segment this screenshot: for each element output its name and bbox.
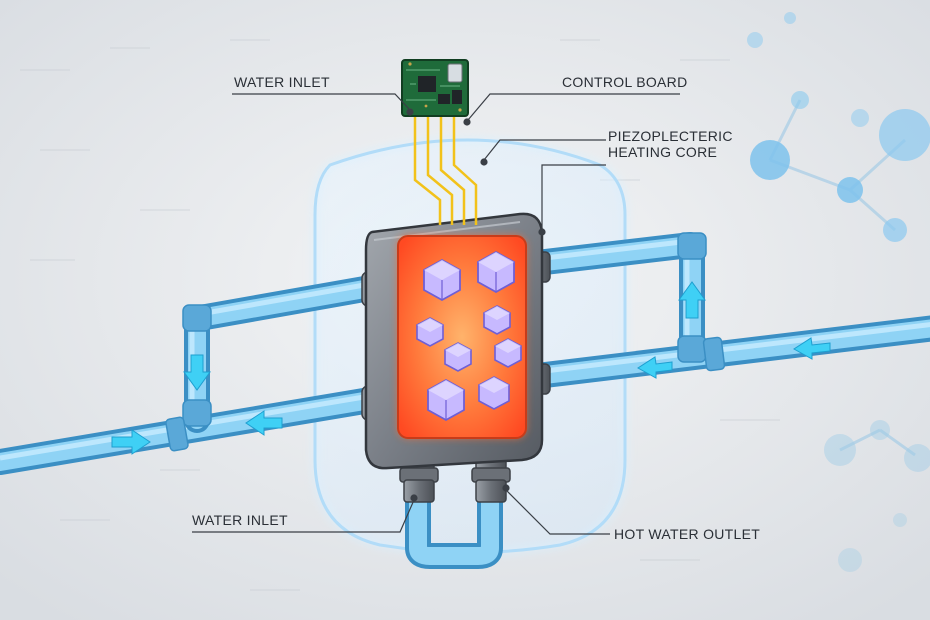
molecule-decoration <box>747 12 930 572</box>
crystal <box>416 317 444 347</box>
leader-water-inlet-top <box>232 93 411 111</box>
flow-arrow-down <box>183 354 211 391</box>
crystal <box>444 342 472 372</box>
crystal <box>477 250 515 294</box>
flow-arrow-right <box>111 429 151 455</box>
control-board <box>401 59 469 117</box>
leader-housing <box>541 164 606 232</box>
flow-arrow-left-3 <box>793 337 831 360</box>
crystal <box>423 258 461 302</box>
control-wires <box>413 115 478 225</box>
label-water-inlet-bottom: WATER INLET <box>192 512 288 528</box>
flow-arrow-left-2 <box>637 356 673 379</box>
leader-hot-water-outlet <box>505 489 610 535</box>
label-heating-core-line2: HEATING CORE <box>608 144 718 160</box>
crystal <box>494 338 522 368</box>
flow-arrows <box>111 281 831 455</box>
crystal <box>427 378 465 422</box>
label-hot-water-outlet: HOT WATER OUTLET <box>614 526 761 542</box>
label-heating-core-line1: PIEZOPLECTERIC <box>608 128 733 144</box>
leader-lines <box>192 93 680 535</box>
leader-heating-core <box>483 139 606 161</box>
enclosure-glow <box>311 136 629 557</box>
wall-texture <box>20 39 780 591</box>
label-control-board: CONTROL BOARD <box>562 74 688 90</box>
leader-water-inlet-bottom <box>192 499 415 533</box>
pipe-network <box>0 232 930 569</box>
piezo-crystals <box>416 250 522 422</box>
label-heating-core: PIEZOPLECTERIC HEATING CORE <box>608 128 733 160</box>
flow-arrow-up <box>678 281 706 319</box>
flow-arrow-left <box>245 410 283 436</box>
crystal <box>483 305 511 335</box>
leader-control-board <box>467 93 680 121</box>
label-water-inlet-top: WATER INLET <box>234 74 330 90</box>
crystal <box>478 376 510 410</box>
pipe-joints <box>165 232 726 452</box>
